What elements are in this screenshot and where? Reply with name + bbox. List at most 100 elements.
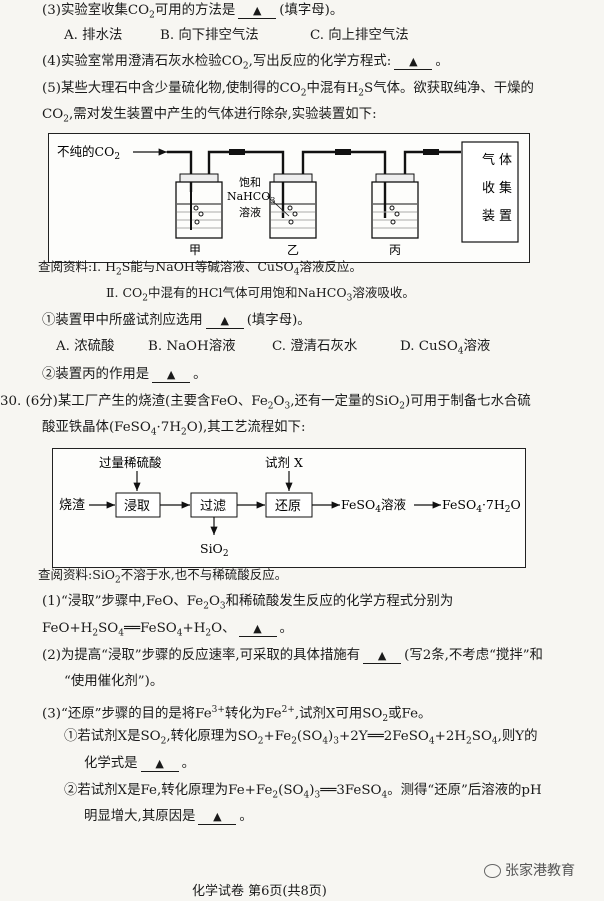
p1-text: ══FeSO — [123, 621, 177, 636]
p3b-line-1: ②若试剂X是Fe,转化原理为Fe+Fe2(SO4)3══3FeSO4。测得“还原… — [64, 782, 542, 805]
sub: 3 — [314, 790, 321, 801]
label-jia: 甲 — [189, 243, 201, 257]
p3a-text: 。 — [181, 756, 195, 771]
answer-blank[interactable] — [238, 621, 277, 637]
sub1-text: (填字母)。 — [246, 313, 311, 328]
apparatus-figure: 不纯的CO2 饱和 NaHCO3 溶液 — [48, 133, 530, 263]
flow-reagent-label: 试剂 X — [265, 455, 303, 470]
p3b-text: (SO — [278, 783, 304, 798]
sub: 2 — [382, 714, 389, 725]
sup: 2+ — [281, 705, 295, 715]
q30-text: 酸亚铁晶体(FeSO — [42, 420, 151, 435]
sub: 2 — [181, 427, 187, 438]
reagent-label-1: 饱和 — [239, 175, 261, 189]
wechat-icon — [484, 864, 501, 878]
reagent-label-3: 溶液 — [239, 205, 261, 219]
sub: 4 — [428, 736, 435, 747]
sub: 2 — [92, 628, 99, 639]
q30-text: ,还有一定量的SiO — [290, 394, 400, 409]
ref-text: Ⅱ. CO — [106, 285, 143, 300]
p3a-text: ,则Y的 — [497, 729, 538, 744]
p1-text: (1)“浸取”步骤中,FeO、Fe — [42, 594, 204, 609]
apparatus-svg: 不纯的CO2 饱和 NaHCO3 溶液 — [57, 141, 519, 257]
p1-text: FeO+H — [42, 621, 93, 636]
answer-blank[interactable] — [205, 313, 244, 329]
p3a-text: +2H — [434, 729, 467, 744]
p1-text: SO — [98, 621, 119, 636]
tube — [403, 150, 461, 180]
p3a-text: 化学式是 — [84, 756, 138, 771]
q4-text-a: (4)实验室常用澄清石灰水检验CO — [42, 54, 243, 69]
p3a-text: ) — [328, 729, 334, 744]
p3a-text: ,转化原理为SO — [166, 729, 258, 744]
sub: 3 — [284, 401, 291, 412]
box-reduce — [265, 492, 313, 518]
p2-text: (2)为提高“浸取”步骤的反应速率,可采取的具体措施有 — [42, 648, 361, 663]
q4-text-b: ,写出反应的化学方程式: — [248, 54, 392, 69]
sub: 3 — [346, 293, 353, 304]
p3a-text: (SO — [296, 729, 323, 744]
bottle-bing — [371, 173, 419, 239]
flow-start: 烧渣 — [59, 498, 85, 513]
answer-blank[interactable] — [394, 54, 433, 70]
p1-line-1: (1)“浸取”步骤中,FeO、Fe2O3和稀硫酸发生反应的化学方程式分别为 — [42, 593, 453, 616]
sub: 2 — [160, 736, 167, 747]
sub: 2 — [203, 601, 209, 612]
p3a-line-2: 化学式是 。 — [84, 755, 195, 773]
p3-text: (3)“还原”步骤的目的是将Fe — [42, 706, 212, 722]
sub: 2 — [466, 736, 472, 747]
connector — [229, 149, 245, 155]
sub: 3 — [333, 736, 340, 747]
p3b-text: 。测得“还原”后溶液的pH — [387, 783, 542, 798]
p1-text: O — [208, 594, 220, 609]
collector-char: 置 — [499, 209, 512, 224]
p3b-text: ②若试剂X是Fe,转化原理为Fe+Fe — [64, 783, 273, 798]
sub1-option-a: A. 浓硫酸 — [56, 339, 115, 354]
tube — [207, 150, 285, 218]
answer-blank[interactable] — [363, 648, 402, 664]
answer-blank[interactable] — [140, 756, 179, 772]
flow-product-2: FeSO4·7H2O — [442, 497, 521, 515]
p1-line-2: FeO+H2SO4══FeSO4+H2O、。 — [42, 620, 293, 643]
label-bing: 丙 — [389, 243, 401, 257]
flow-acid-label: 过量稀硫酸 — [99, 455, 162, 470]
ref-text: 查阅资料:Ⅰ. H — [38, 259, 116, 274]
sub: 4 — [150, 427, 157, 438]
answer-blank[interactable] — [198, 809, 237, 825]
q5-line-1: (5)某些大理石中含少量硫化物,使制得的CO2中混有H2S气体。欲获取纯净、干燥… — [42, 80, 534, 103]
sub2-text: 。 — [193, 367, 207, 382]
p3b-text: ) — [309, 783, 315, 798]
q30-line-1: 30. (6分)某工厂产生的烧渣(主要含FeO、Fe2O3,还有一定量的SiO2… — [0, 393, 531, 416]
bottle-jia — [175, 173, 223, 239]
q3-option-b: B. 向下排空气法 — [160, 28, 259, 43]
p3a-text: ①若试剂X是SO — [64, 729, 161, 744]
flow-step-reduce: 还原 — [275, 499, 301, 514]
inlet-label: 不纯的CO2 — [57, 144, 120, 162]
sub: 2 — [272, 790, 279, 801]
sub: 4 — [303, 790, 310, 801]
answer-blank[interactable] — [238, 3, 277, 19]
p3-text: 或Fe。 — [388, 706, 432, 722]
q3-text-b: 可用的方法是 — [154, 3, 236, 18]
reagent-label-2: NaHCO3 — [227, 190, 275, 205]
q3-option-a: A. 排水法 — [64, 28, 123, 43]
sub2-text: ②装置丙的作用是 — [42, 367, 150, 382]
p2-line-1: (2)为提高“浸取”步骤的反应速率,可采取的具体措施有(写2条,不考虑“搅拌”和 — [42, 647, 543, 665]
sub: 2 — [205, 628, 212, 639]
p3b-text: 明显增大,其原因是 — [84, 809, 196, 824]
q30-text: 30. (6分)某工厂产生的烧渣(主要含FeO、Fe — [0, 394, 268, 409]
p3a-text: +Fe — [263, 729, 292, 744]
sub: 4 — [322, 736, 329, 747]
q4-stem: (4)实验室常用澄清石灰水检验CO2,写出反应的化学方程式:。 — [42, 53, 449, 76]
collector-char: 集 — [499, 180, 512, 196]
sub1-text: ①装置甲中所盛试剂应选用 — [42, 313, 203, 328]
ref1-line-1: 查阅资料:Ⅰ. H2S能与NaOH等碱溶液、CuSO4溶液反应。 — [38, 258, 362, 282]
p2-text: “使用催化剂”)。 — [64, 674, 164, 689]
q3-text-a: (3)实验室收集CO — [42, 3, 150, 18]
sub: 4 — [381, 790, 388, 801]
p3-text: ,试剂X可用SO — [294, 706, 383, 722]
answer-blank[interactable] — [152, 367, 191, 383]
ref-text: 查阅资料:SiO — [38, 567, 116, 582]
q30-text: O — [273, 394, 285, 409]
